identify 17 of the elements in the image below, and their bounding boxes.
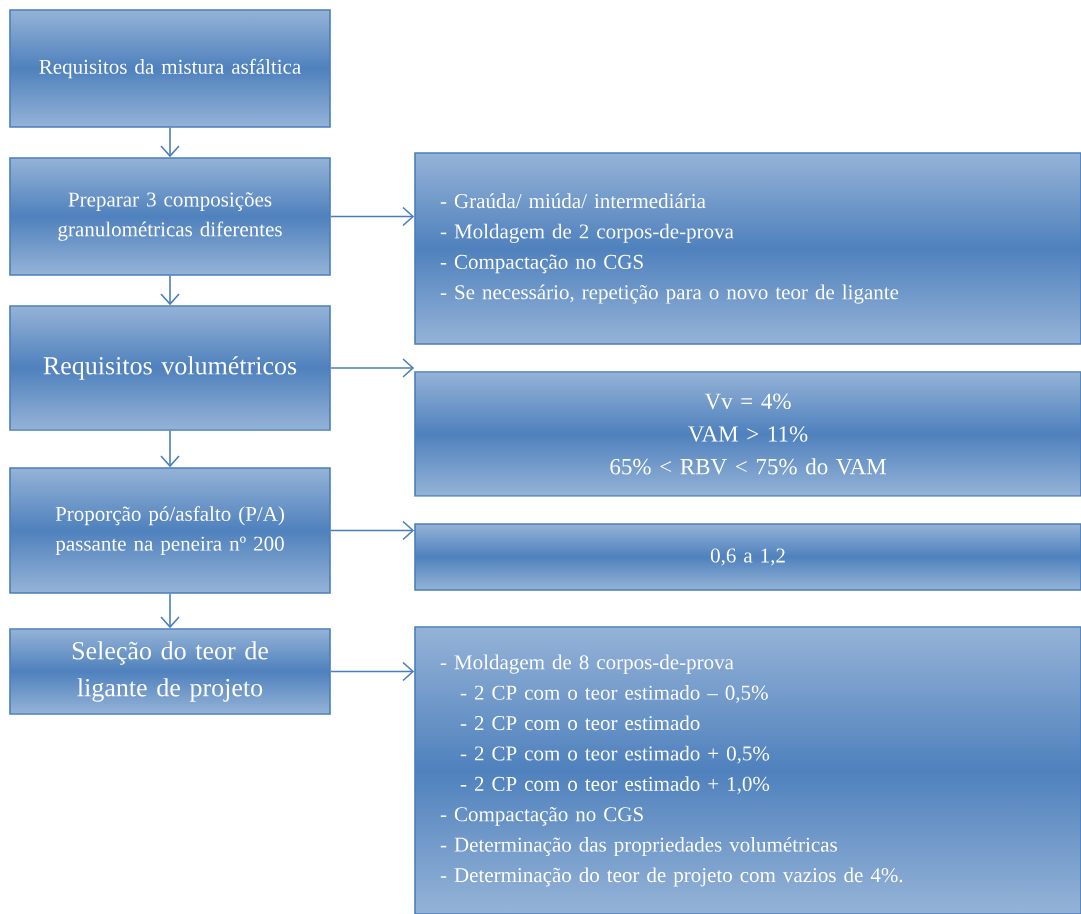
arrow bbox=[160, 593, 180, 629]
arrow bbox=[330, 206, 415, 227]
arrow bbox=[160, 127, 180, 158]
process-box: Requisitos da mistura asfáltica bbox=[9, 9, 331, 128]
process-box: Vv = 4% VAM > 11% 65% < RBV < 75% do VAM bbox=[414, 371, 1081, 497]
process-box: - Moldagem de 8 corpos-de-prova - 2 CP com o teor estimado – 0,5% - 2 CP com o teor estimado - 2 CP com o teor estimado + 0,5% - 2 CP com o teor estimado + 1,0% - Compactação no CGS - Determinação das propriedades volumétricas - Determinação do teor de projeto com vazios de 4%. bbox=[414, 626, 1081, 914]
process-box: Proporção pó/asfalto (P/A) passante na peneira nº 200 bbox=[9, 467, 331, 594]
process-box: - Graúda/ miúda/ intermediária - Moldagem de 2 corpos-de-prova - Compactação no CGS - Se necessário, repetição para o novo teor de ligante bbox=[414, 152, 1081, 345]
process-box: 0,6 a 1,2 bbox=[414, 523, 1081, 591]
arrow bbox=[160, 430, 180, 468]
process-box: Preparar 3 composições granulométricas diferentes bbox=[9, 157, 331, 276]
process-box: Requisitos volumétricos bbox=[9, 305, 331, 431]
arrow bbox=[330, 520, 415, 541]
arrow bbox=[330, 661, 415, 682]
process-box: Seleção do teor de ligante de projeto bbox=[9, 628, 331, 715]
arrow bbox=[160, 275, 180, 306]
arrow bbox=[330, 358, 415, 378]
